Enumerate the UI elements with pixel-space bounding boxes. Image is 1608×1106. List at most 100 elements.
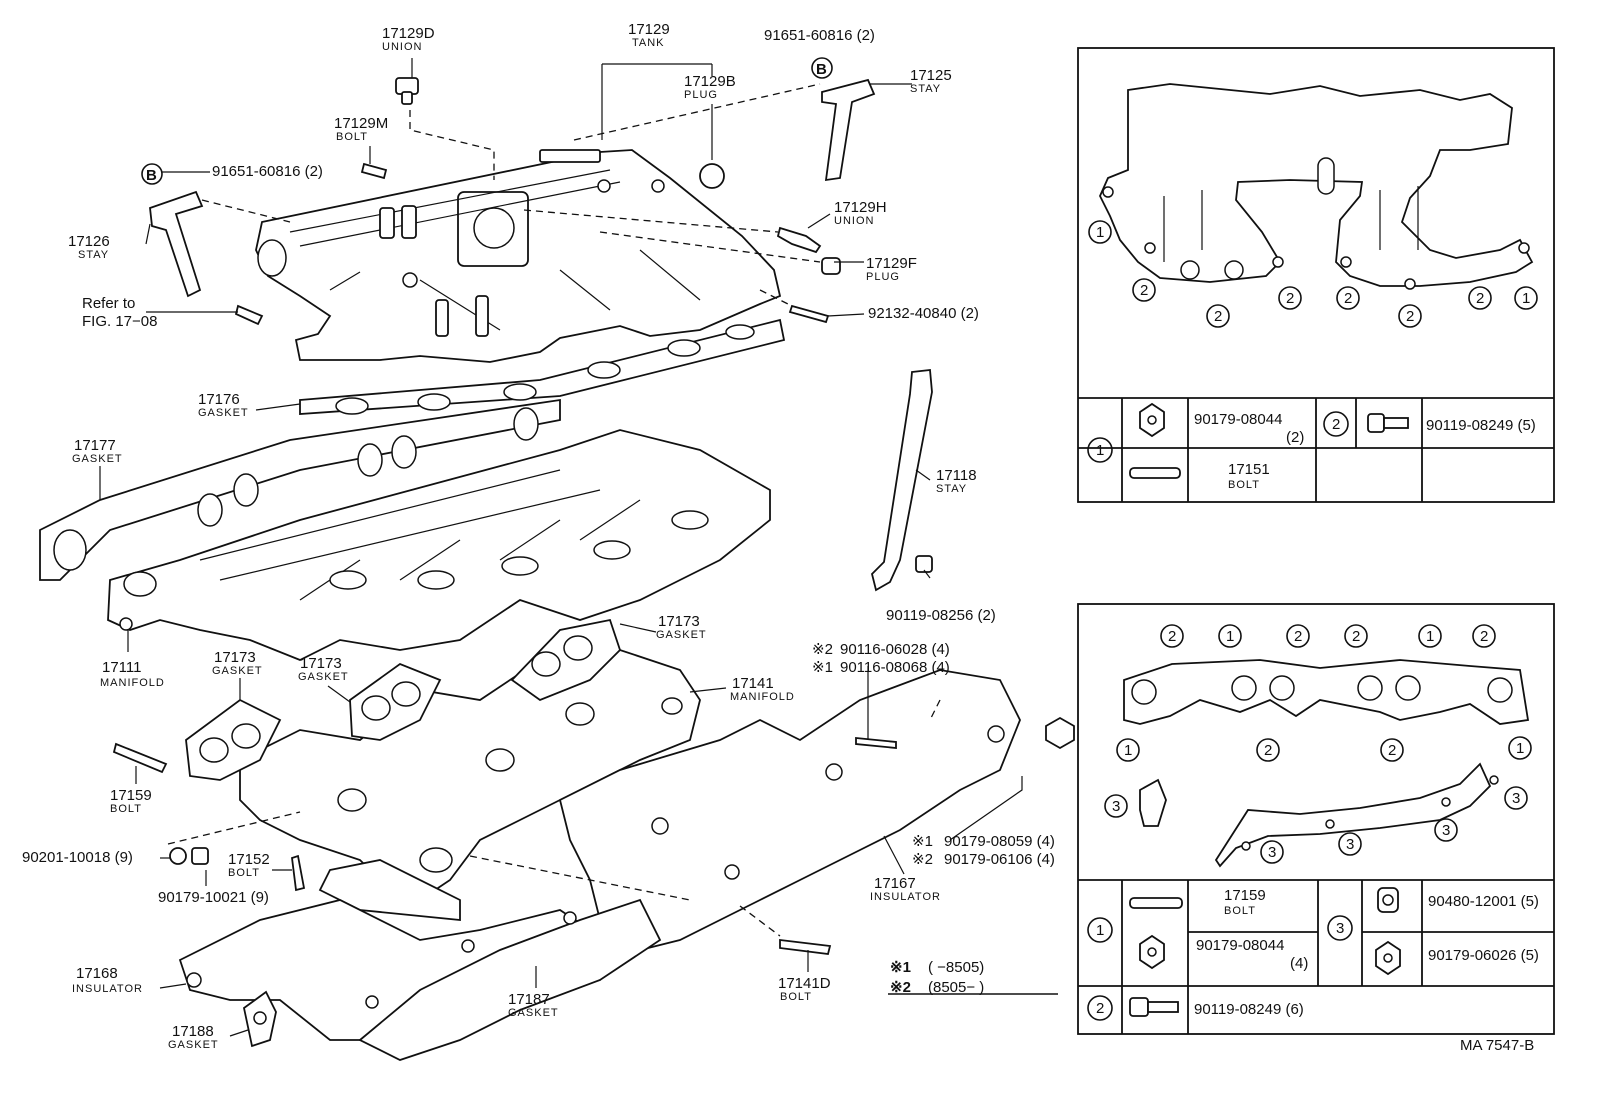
inset-top-manifold-outline	[1099, 83, 1534, 290]
inset-bottom-r1-name: BOLT	[1224, 905, 1256, 917]
callout-17188-name: GASKET	[168, 1039, 219, 1051]
inset-bottom-table-icons	[1087, 887, 1401, 1021]
inset-bottom-g3: 3	[1336, 920, 1344, 937]
inset-bottom-top-2: 2	[1294, 628, 1302, 645]
callout-17111-number: 17111	[102, 659, 142, 676]
inset-bottom-top-3: 2	[1352, 628, 1360, 645]
callout-17173a-number: 17173	[214, 649, 256, 666]
part-reference-labels: 91651-60816 (2) 91651-60816 (2) 92132-40…	[22, 27, 1055, 906]
callout-17188-number: 17188	[172, 1023, 214, 1040]
insulator-17167-shape	[558, 669, 1021, 951]
callout-17141d-name: BOLT	[780, 991, 812, 1003]
inset-top-c1b-name: BOLT	[1228, 479, 1260, 491]
inset-top-c1-part: 90179-08044	[1194, 411, 1282, 428]
inset-bottom-low-3: 3	[1346, 836, 1354, 853]
inset-top-frame	[1077, 47, 1555, 503]
inset-bottom-top-4: 1	[1426, 628, 1434, 645]
callout-17173b-name: GASKET	[298, 671, 349, 683]
ref-mark-1-bottom: ※1	[912, 833, 933, 850]
callout-17173c-name: GASKET	[656, 629, 707, 641]
ref-92132: 92132-40840 (2)	[868, 305, 979, 322]
inset-top-mark-1: 2	[1140, 282, 1148, 299]
callout-17129h-number: 17129H	[834, 199, 887, 216]
callout-17129b-name: PLUG	[684, 89, 718, 101]
inset-top-mark-2: 2	[1214, 308, 1222, 325]
inset-bottom-top-5: 2	[1480, 628, 1488, 645]
inset-top-mark-6: 2	[1476, 290, 1484, 307]
callout-17173c-number: 17173	[658, 613, 700, 630]
callout-17129b-number: 17129B	[684, 73, 736, 90]
inset-top-mark-0: 1	[1096, 224, 1104, 241]
callout-17129f-number: 17129F	[866, 255, 917, 272]
inset-bottom-g1: 1	[1096, 922, 1104, 939]
inset-top-labels: 1 2 2 2 2 2 2 1 1 2 90179-08044 (2) 1715…	[1096, 224, 1536, 491]
remarks-legend: ※1 ( −8505) ※2 (8505− )	[890, 959, 984, 996]
refer-to-line2: FIG. 17−08	[82, 313, 157, 330]
inset-bottom-gasket-outline	[1123, 659, 1530, 868]
ref-mark-1-top: ※1	[812, 659, 833, 676]
inset-bottom-s2-part: 90179-06026 (5)	[1428, 947, 1539, 964]
drawing-code: MA 7547-B	[1460, 1037, 1534, 1054]
callout-17111-name: MANIFOLD	[100, 677, 165, 689]
legend-row1-mark: ※1	[890, 959, 911, 976]
callout-17167-number: 17167	[874, 875, 916, 892]
gasket-17173-shapes	[185, 618, 622, 781]
callout-17125-number: 17125	[910, 67, 952, 84]
ref-mark-2-bottom: ※2	[912, 851, 933, 868]
inset-bottom-r1-part: 17159	[1224, 887, 1266, 904]
callout-17177-name: GASKET	[72, 453, 123, 465]
inset-bottom-low-4: 3	[1268, 844, 1276, 861]
inset-top-table-icons	[1087, 402, 1409, 479]
callout-17129f-name: PLUG	[866, 271, 900, 283]
inset-bottom-frame	[1077, 603, 1555, 1035]
gasket-17176-shape	[299, 318, 786, 415]
inset-top-c2-part: 90119-08249 (5)	[1426, 417, 1536, 434]
intake-tank-body	[255, 149, 782, 363]
inset-top-c1-qty: (2)	[1286, 429, 1304, 446]
inset-bottom-r2-qty: (4)	[1290, 955, 1308, 972]
b-marker-top-letter: B	[816, 61, 827, 78]
callout-17125-name: STAY	[910, 83, 941, 95]
ref-90179-08059: 90179-08059 (4)	[944, 833, 1055, 850]
intake-manifold-17111-shape	[107, 429, 771, 661]
inset-bottom-r2-part: 90179-08044	[1196, 937, 1284, 954]
callout-17152-name: BOLT	[228, 867, 260, 879]
inset-top-group2: 2	[1332, 416, 1340, 433]
callout-17176-name: GASKET	[198, 407, 249, 419]
callout-17187-number: 17187	[508, 991, 550, 1008]
assembly-lines	[167, 83, 941, 937]
callout-17141-number: 17141	[732, 675, 774, 692]
b-marker-left-letter: B	[146, 167, 157, 184]
inset-bottom-low-2: 3	[1442, 822, 1450, 839]
callout-17167-name: INSULATOR	[870, 891, 941, 903]
callout-17129-number: 17129	[628, 21, 670, 38]
callout-17159-number: 17159	[110, 787, 152, 804]
callout-17168-number: 17168	[76, 965, 118, 982]
b-markers	[141, 57, 833, 185]
callout-17126-name: STAY	[78, 249, 109, 261]
callout-17173a-name: GASKET	[212, 665, 263, 677]
inset-bottom-circle-marks	[1104, 624, 1532, 864]
callout-17141d-number: 17141D	[778, 975, 831, 992]
ref-91651-top: 91651-60816 (2)	[764, 27, 875, 44]
callout-17141-name: MANIFOLD	[730, 691, 795, 703]
inset-bottom-r3-part: 90119-08249 (6)	[1194, 1001, 1304, 1018]
legend-row2-mark: ※2	[890, 979, 911, 996]
ref-90179-06106: 90179-06106 (4)	[944, 851, 1055, 868]
ref-90119-08256: 90119-08256 (2)	[886, 607, 996, 624]
leader-lines	[99, 58, 1023, 1037]
callout-17168-name: INSULATOR	[72, 983, 143, 995]
legend-row2-range: (8505− )	[928, 979, 984, 996]
inset-top-mark-3: 2	[1286, 290, 1294, 307]
inset-bottom-low-0: 3	[1112, 798, 1120, 815]
legend-row1-range: ( −8505)	[928, 959, 984, 976]
callout-17177-number: 17177	[74, 437, 116, 454]
callout-17173b-number: 17173	[300, 655, 342, 672]
callout-17129m-number: 17129M	[334, 115, 388, 132]
refer-to-line1: Refer to	[82, 295, 135, 312]
inset-top-group1: 1	[1096, 442, 1104, 459]
ref-90116-08068: 90116-08068 (4)	[840, 659, 950, 676]
inset-bottom-mid-2: 2	[1388, 742, 1396, 759]
